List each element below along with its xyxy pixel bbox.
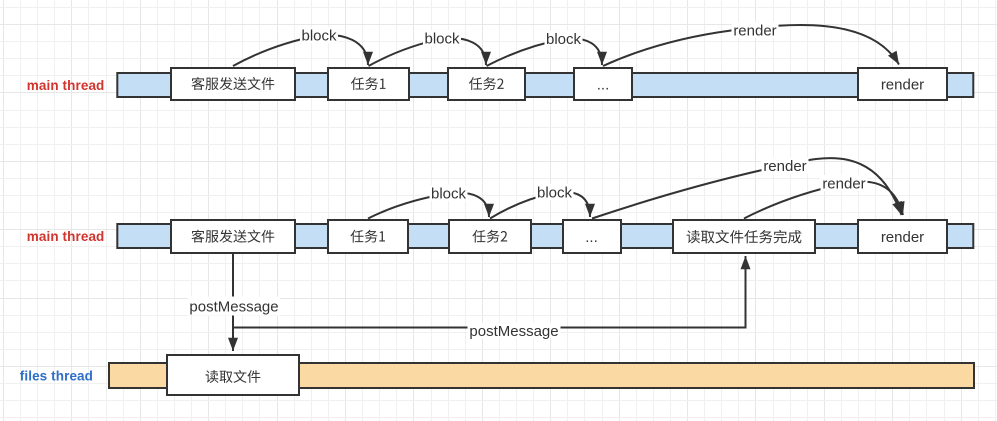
svg-text:render: render [763,158,806,175]
svg-text:block: block [424,31,460,48]
svg-text:...: ... [597,76,610,93]
svg-text:block: block [301,27,337,44]
svg-text:postMessage: postMessage [469,323,558,340]
svg-text:...: ... [585,229,598,246]
svg-text:block: block [431,185,467,202]
svg-text:render: render [881,76,924,93]
svg-text:block: block [546,31,582,48]
svg-text:render: render [733,22,776,39]
svg-text:files thread: files thread [20,369,93,384]
svg-text:main thread: main thread [27,78,105,93]
svg-text:main thread: main thread [27,229,105,244]
svg-text:render: render [881,229,924,246]
svg-text:postMessage: postMessage [189,298,278,315]
svg-text:block: block [537,184,573,201]
svg-text:render: render [822,175,865,192]
